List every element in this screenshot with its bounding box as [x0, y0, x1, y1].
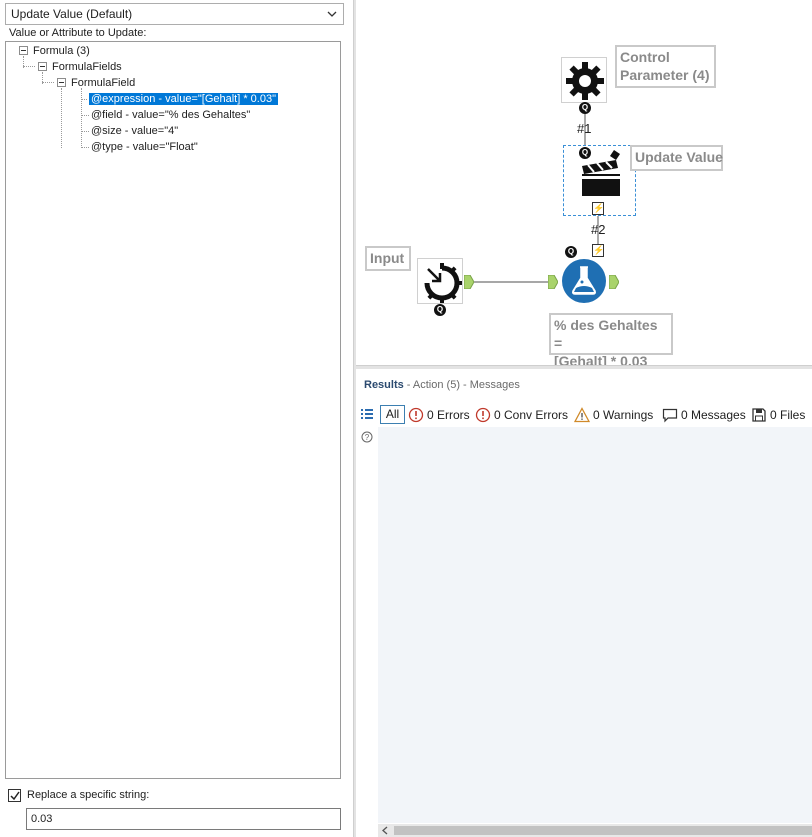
control-parameter-tool[interactable]: [561, 57, 607, 103]
results-pane: Results - Action (5) - Messages ? All 0 …: [356, 369, 812, 837]
tree-leaf-type[interactable]: @type - value="Float": [91, 141, 198, 153]
replace-string-checkbox[interactable]: [8, 789, 21, 802]
filter-all-button[interactable]: All: [380, 405, 405, 424]
scrollbar-thumb[interactable]: [394, 826, 812, 835]
collapse-toggle[interactable]: [57, 78, 66, 87]
results-list[interactable]: [378, 427, 812, 823]
mode-dropdown[interactable]: Update Value (Default): [5, 3, 344, 25]
tree-connector: [61, 88, 62, 148]
collapse-toggle[interactable]: [38, 62, 47, 71]
tree-connector: [81, 131, 89, 132]
update-value-tool-selection[interactable]: [563, 145, 636, 216]
input-anchor-icon: [548, 275, 558, 289]
tree-connector: [42, 82, 54, 83]
tree-leaf-size[interactable]: @size - value="4": [91, 125, 179, 137]
chevron-down-icon: [327, 11, 337, 17]
error-icon: [408, 407, 424, 423]
tree-connector: [81, 88, 82, 148]
gear-icon: [566, 62, 604, 100]
output-anchor-icon: [609, 275, 619, 289]
conversion-error-icon: [475, 407, 491, 423]
workflow-canvas[interactable]: Q Control Parameter (4) #1 Q ⚡ Update Va…: [356, 0, 812, 369]
tree-connector: [42, 72, 43, 84]
left-configuration-panel: Update Value (Default) Value or Attribut…: [0, 0, 353, 837]
panel-splitter[interactable]: [353, 0, 356, 837]
gear-arrow-icon: [424, 263, 462, 303]
results-subtitle: - Action (5) - Messages: [403, 379, 520, 391]
question-anchor-icon: Q: [565, 246, 577, 258]
tree-leaf-field[interactable]: @field - value="% des Gehaltes": [91, 109, 251, 121]
tree-connector: [23, 56, 24, 68]
replace-string-input[interactable]: 0.03: [26, 808, 341, 830]
tree-connector: [23, 66, 35, 67]
replace-string-value: 0.03: [31, 813, 53, 825]
replace-string-label: Replace a specific string:: [27, 789, 150, 801]
tree-node-formulafield[interactable]: FormulaField: [71, 77, 136, 89]
horizontal-scrollbar[interactable]: [378, 824, 812, 837]
file-save-icon: [752, 408, 766, 422]
results-side-toolbar: ?: [356, 403, 378, 823]
tree-leaf-expression[interactable]: @expression - value="[Gehalt] * 0.03": [88, 92, 279, 106]
tree-node-formulafields[interactable]: FormulaFields: [52, 61, 122, 73]
tree-node-formula[interactable]: Formula (3): [33, 45, 90, 57]
list-view-icon[interactable]: [360, 407, 374, 421]
formula-tool[interactable]: [561, 258, 607, 304]
results-header: Results - Action (5) - Messages: [364, 379, 520, 391]
output-anchor-icon: [464, 275, 474, 289]
update-value-label: Update Value: [630, 145, 723, 171]
chevron-left-icon[interactable]: [381, 826, 389, 835]
results-splitter[interactable]: [356, 365, 812, 369]
tree-connector: [81, 147, 89, 148]
question-anchor-icon: Q: [434, 304, 446, 316]
mode-dropdown-value: Update Value (Default): [11, 7, 133, 21]
collapse-toggle[interactable]: [19, 46, 28, 55]
results-title: Results: [364, 379, 404, 391]
input-tool[interactable]: [417, 258, 463, 304]
checkmark-icon: [10, 791, 20, 801]
results-filter-bar: All 0 Errors 0 Conv Errors 0 Warnings 0 …: [356, 403, 812, 427]
svg-text:?: ?: [365, 433, 370, 442]
action-anchor-icon: ⚡: [592, 244, 605, 257]
action-anchor-icon: ⚡: [592, 202, 605, 215]
connection-label-2: #2: [591, 222, 606, 237]
help-icon[interactable]: ?: [361, 431, 373, 443]
tree-label: Value or Attribute to Update:: [9, 27, 147, 39]
message-icon: [662, 408, 678, 423]
formula-label: % des Gehaltes = [Gehalt] * 0.03: [549, 313, 673, 369]
tree-connector: [81, 115, 89, 116]
connection-label-1: #1: [577, 121, 592, 136]
question-anchor-icon: Q: [579, 147, 591, 159]
control-parameter-label: Control Parameter (4): [615, 45, 716, 88]
question-anchor-icon: Q: [579, 102, 591, 114]
attribute-tree[interactable]: Formula (3) FormulaFields FormulaField @…: [5, 41, 341, 779]
input-label: Input: [365, 246, 411, 271]
warning-icon: [574, 407, 590, 423]
clapperboard-icon: [582, 150, 620, 196]
tree-connector: [81, 99, 89, 100]
connection-lines: [474, 112, 599, 283]
